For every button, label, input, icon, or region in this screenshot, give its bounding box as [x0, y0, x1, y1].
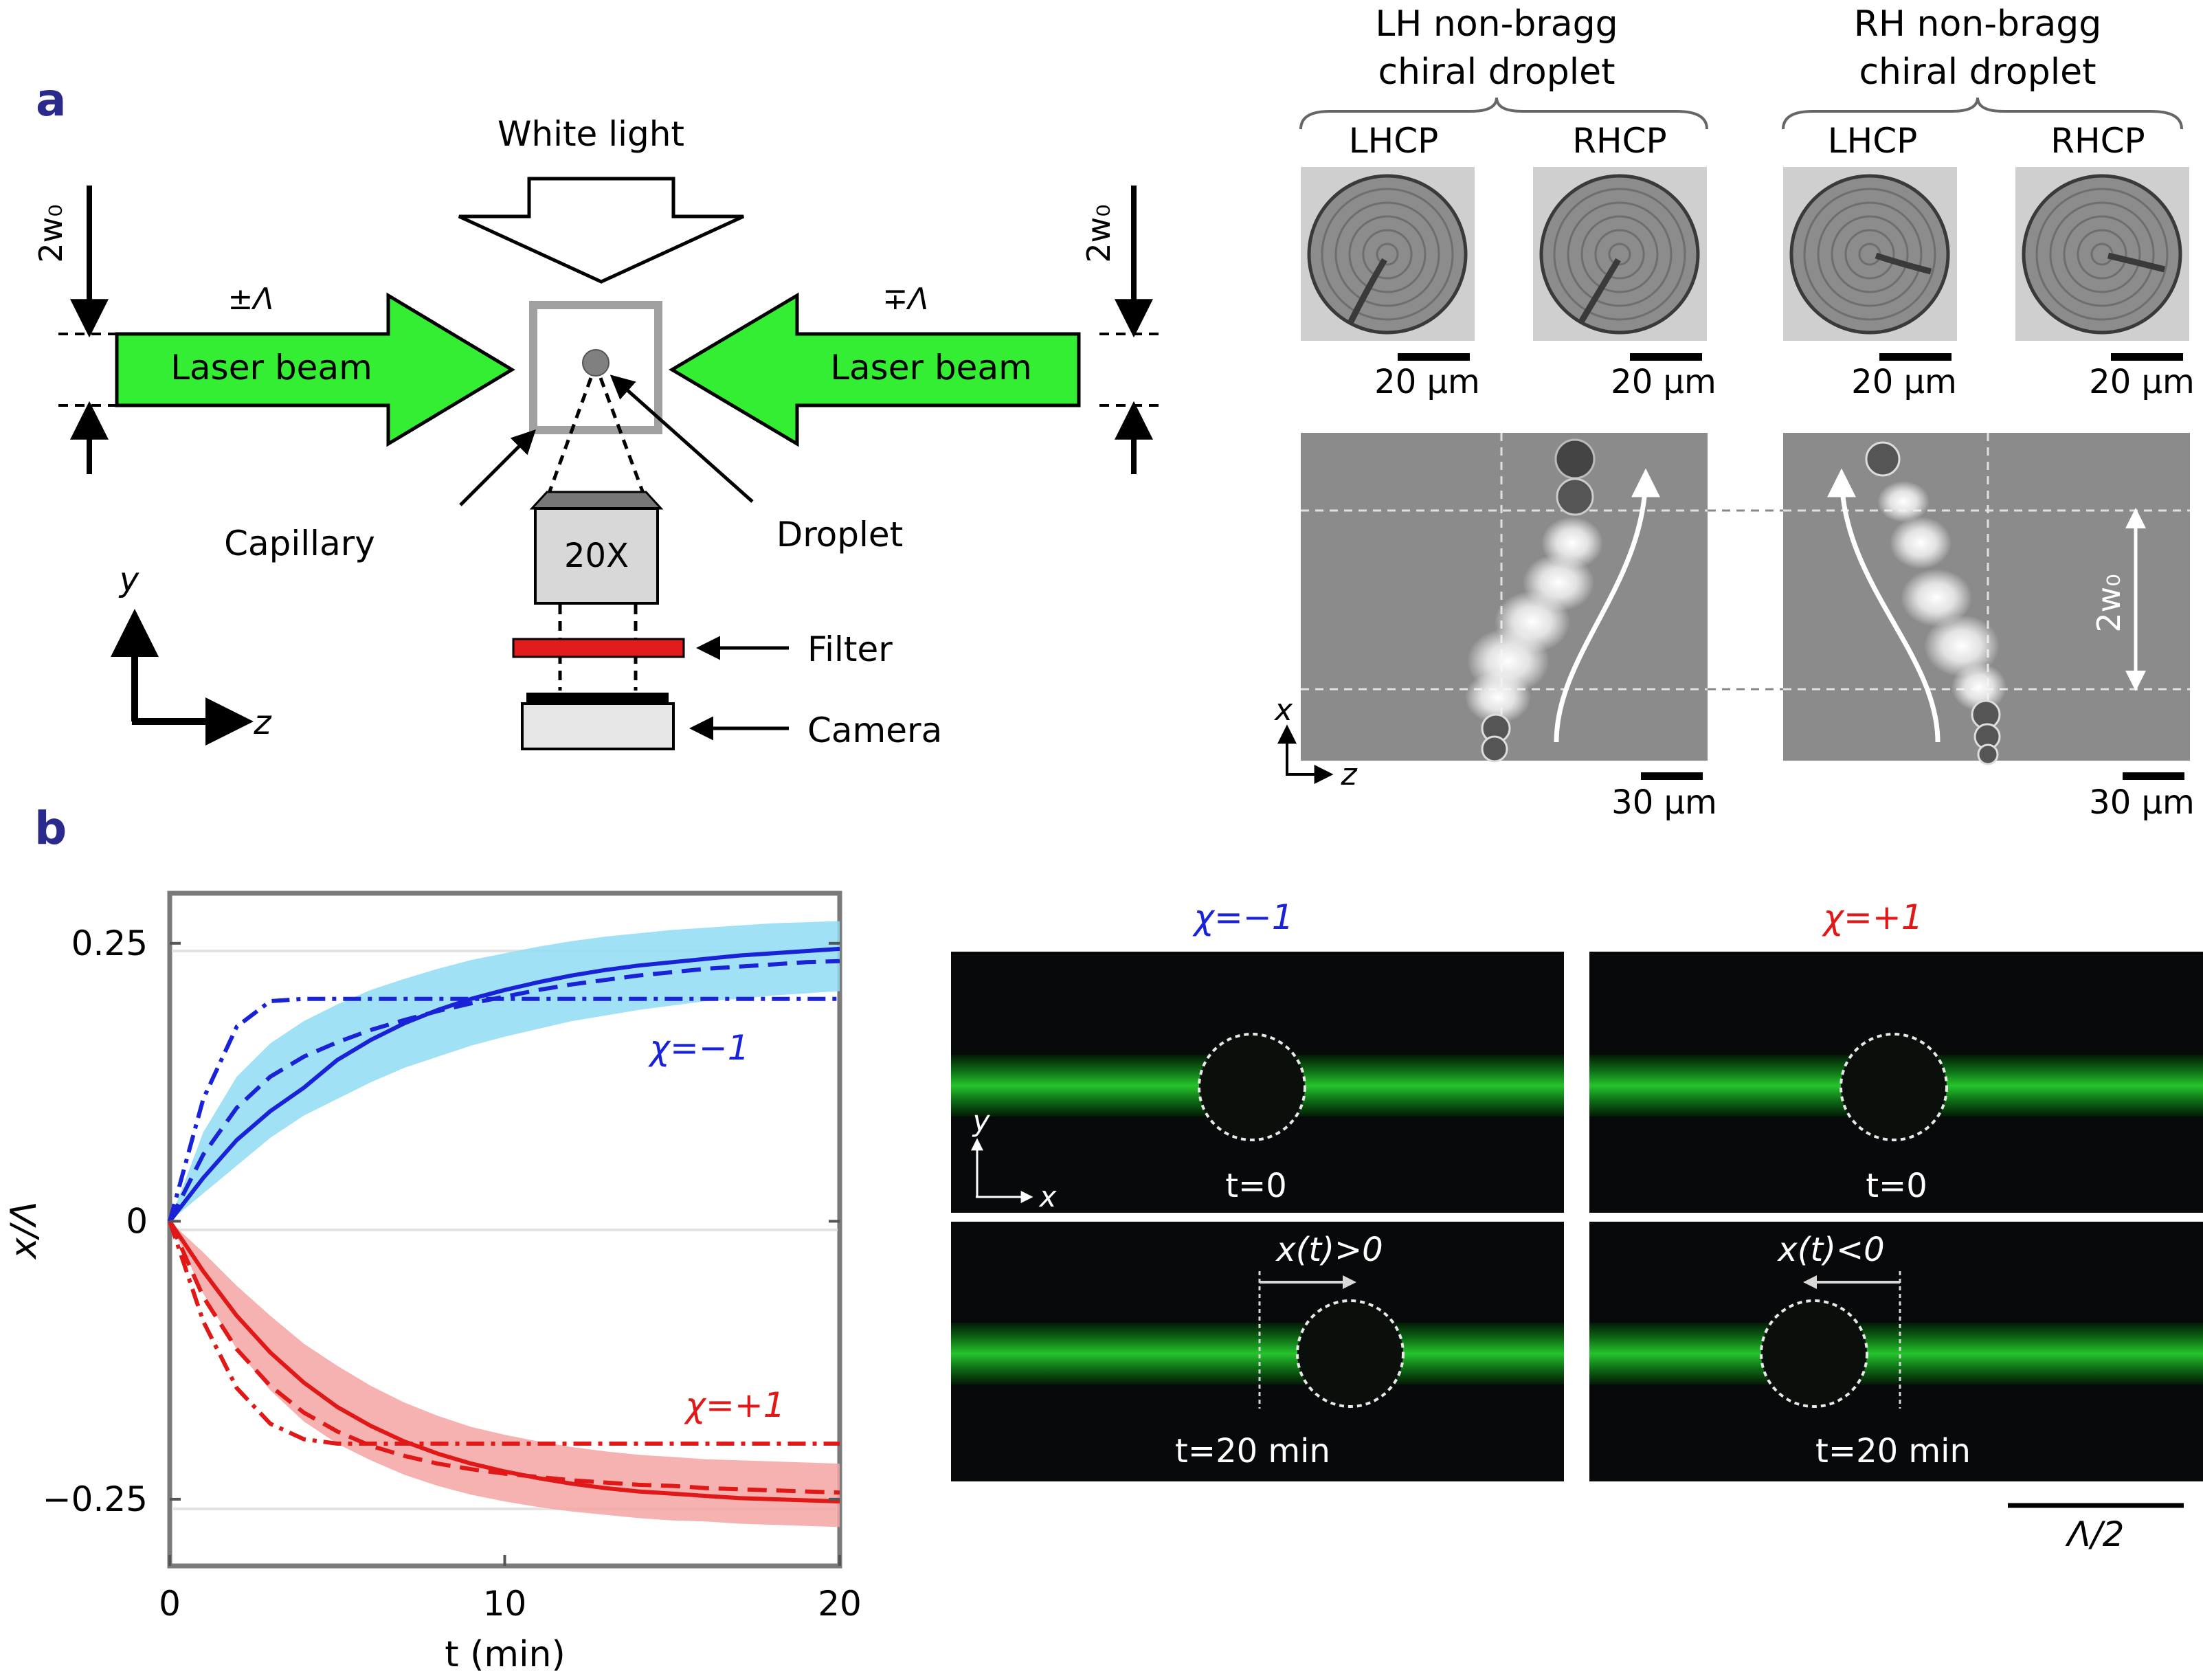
series-chi-plus-dashed — [168, 1220, 840, 1495]
panel-b-label: b — [34, 802, 67, 855]
lh-title-line2: chiral droplet — [1378, 52, 1615, 93]
mp-lambda-label: ∓Λ — [883, 282, 929, 317]
capillary-label: Capillary — [224, 524, 375, 563]
micrograph-rh-rhcp — [2015, 167, 2189, 341]
x-negative-label: x(t)<0 — [1776, 1231, 1884, 1269]
scale-bar-30-1 — [1641, 772, 1703, 780]
x-tick-label: 20 — [818, 1584, 862, 1624]
lh-brace — [1299, 97, 1708, 130]
objective-top — [529, 491, 664, 510]
y-tick-label: 0.25 — [71, 923, 148, 963]
micrograph-lh-lhcp — [1301, 167, 1475, 341]
x-positive-label: x(t)>0 — [1275, 1231, 1383, 1269]
y-tick-label: −0.25 — [43, 1479, 148, 1519]
beam-image-chi-minus-t20 — [951, 1222, 1564, 1481]
micrograph-lh-rhcp — [1533, 167, 1707, 341]
laser-beam-right-label: Laser beam — [830, 348, 1032, 388]
series-chi-minus-solid — [168, 946, 840, 1223]
light-cone-right — [599, 377, 645, 492]
confidence-band-chi-minus — [170, 921, 840, 1222]
x-tick-label: 0 — [159, 1584, 181, 1624]
beam-image-chi-plus-t20 — [1589, 1222, 2203, 1481]
laser-beam-right — [669, 292, 1081, 447]
series-chi-minus-dashdot — [168, 996, 840, 1222]
droplet-pointer — [610, 374, 754, 503]
rh-brace — [1782, 97, 2183, 130]
t20-label-minus: t=20 min — [1175, 1432, 1330, 1470]
droplet — [582, 349, 610, 377]
trajectory-image-rh — [1783, 433, 2190, 765]
lambda-half-label: Λ/2 — [2065, 1514, 2125, 1554]
series-chi-plus-dashdot — [168, 1220, 840, 1446]
beam-axis-x-label: x — [1038, 1180, 1058, 1213]
scale-bar-20-4 — [2111, 353, 2183, 361]
scale-label-30-1: 30 μm — [1611, 783, 1717, 822]
filter-label: Filter — [807, 629, 893, 669]
trajectory-chart: χ=−1 χ=+1 0 10 20 0.25 0 −0.25 t (min) x/Λ — [3, 891, 862, 1675]
rh-rhcp-label: RHCP — [2050, 121, 2145, 161]
laser-beam-left-label: Laser beam — [170, 348, 372, 388]
beam-axis-y-label: y — [972, 1104, 991, 1138]
filter-element — [512, 638, 685, 658]
chi-minus-title: χ=−1 — [1192, 897, 1293, 937]
y-tick-label: 0 — [126, 1201, 148, 1241]
annotation-chi-minus: χ=−1 — [647, 1028, 749, 1068]
rh-title-line2: chiral droplet — [1859, 52, 2096, 93]
rh-title-line1: RH non-bragg — [1854, 3, 2102, 45]
annotation-chi-plus: χ=+1 — [683, 1385, 785, 1425]
z-axis-label-small: z — [1340, 757, 1357, 792]
white-light-label: White light — [497, 114, 684, 154]
lh-rhcp-label: RHCP — [1572, 121, 1666, 161]
light-cone-left — [548, 377, 593, 492]
laser-beam-left — [115, 292, 515, 447]
beam-image-chi-plus-t0 — [1589, 952, 2203, 1213]
scale-label-20-4: 20 μm — [2089, 363, 2195, 401]
camera-sensor — [526, 693, 669, 704]
trajectory-image-lh — [1301, 433, 1708, 763]
y-axis-label: y — [118, 561, 139, 599]
x-tick-label: 10 — [483, 1584, 527, 1624]
z-axis-label: z — [253, 704, 272, 742]
chart-ylabel: x/Λ — [3, 1201, 45, 1260]
objective-label: 20X — [564, 537, 629, 575]
series-chi-minus-dashed — [168, 959, 840, 1222]
objective-body — [534, 507, 659, 605]
scale-label-30-2: 30 μm — [2089, 783, 2195, 822]
two-w0-left: 2w₀ — [32, 204, 69, 262]
chart-xlabel: t (min) — [445, 1634, 566, 1675]
lh-title-line1: LH non-bragg — [1375, 3, 1618, 45]
panel-a-label: a — [36, 74, 67, 126]
t0-label-plus: t=0 — [1866, 1167, 1927, 1205]
t0-label-minus: t=0 — [1225, 1167, 1287, 1205]
camera-body — [521, 702, 675, 750]
scale-bar-20-1 — [1398, 353, 1470, 361]
t20-label-plus: t=20 min — [1815, 1432, 1971, 1470]
scale-label-20-2: 20 μm — [1611, 363, 1716, 401]
chi-plus-title: χ=+1 — [1821, 897, 1923, 937]
pm-lambda-label: ±Λ — [228, 282, 274, 317]
micrograph-rh-lhcp — [1783, 167, 1957, 341]
camera-label: Camera — [807, 710, 942, 750]
two-w0-vertical-label: 2w₀ — [2090, 574, 2127, 632]
scale-label-20-1: 20 μm — [1374, 363, 1480, 401]
white-light-arrow — [458, 177, 745, 284]
two-w0-right: 2w₀ — [1080, 204, 1117, 262]
scale-bar-20-3 — [1879, 353, 1952, 361]
lh-lhcp-label: LHCP — [1349, 121, 1439, 161]
scale-bar-20-2 — [1630, 353, 1702, 361]
rh-lhcp-label: LHCP — [1828, 121, 1918, 161]
droplet-label: Droplet — [776, 515, 904, 555]
scale-label-20-3: 20 μm — [1851, 363, 1957, 401]
capillary-pointer — [459, 429, 536, 506]
scale-bar-30-2 — [2123, 772, 2184, 780]
series-chi-plus-solid — [168, 1220, 840, 1504]
confidence-band-chi-plus — [170, 1221, 840, 1527]
beam-image-chi-minus-t0 — [951, 952, 1564, 1213]
x-axis-label-small: x — [1273, 693, 1293, 728]
